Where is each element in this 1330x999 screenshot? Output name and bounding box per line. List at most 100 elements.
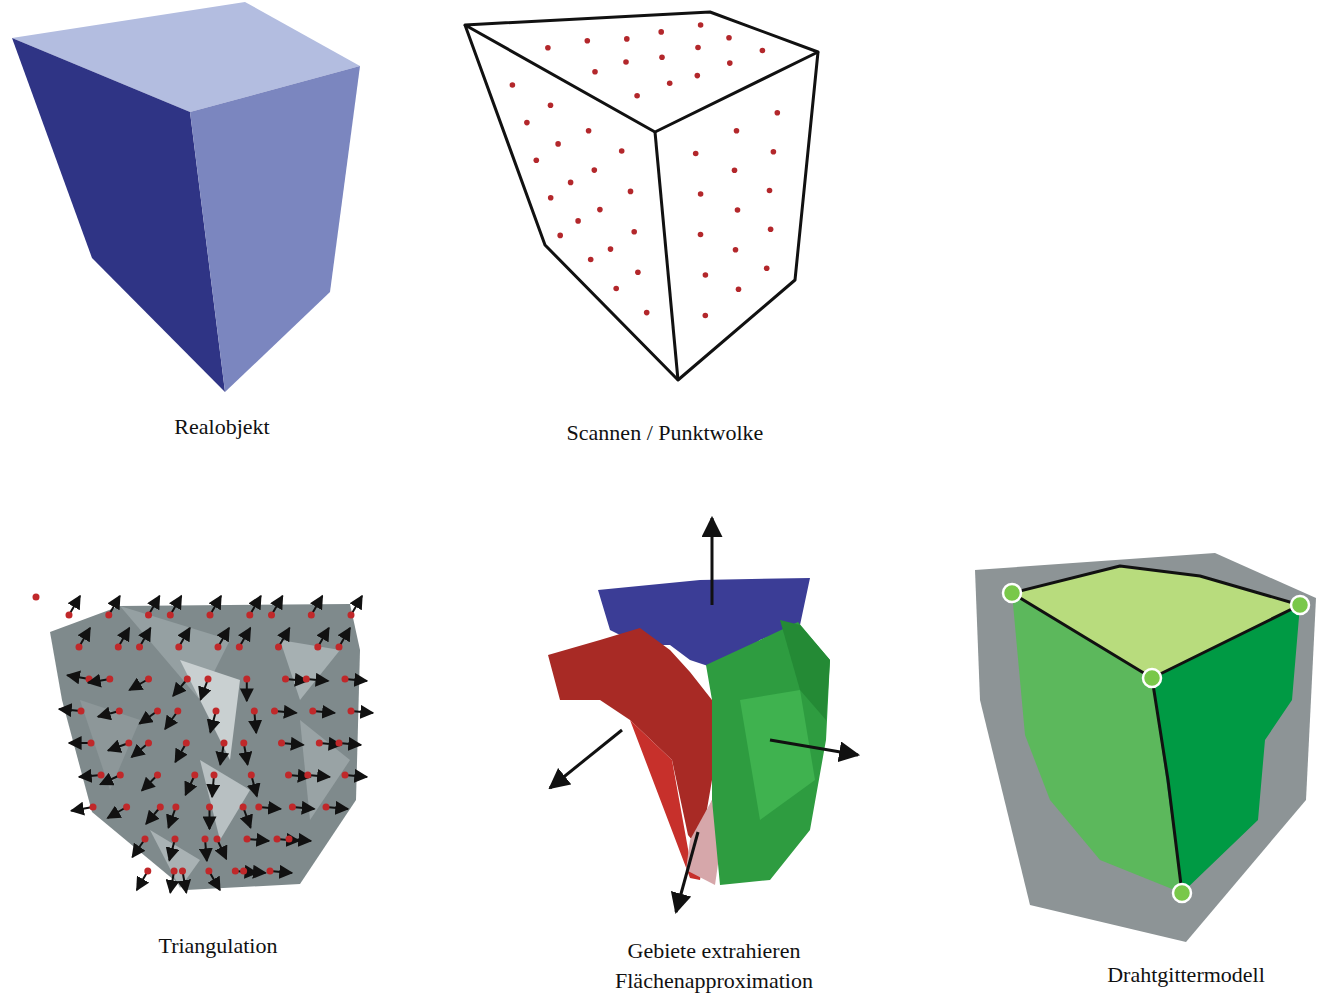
scan-point	[145, 676, 152, 683]
scan-point	[240, 740, 247, 747]
scan-point	[282, 676, 289, 683]
scan-point	[205, 868, 212, 875]
scan-point	[557, 233, 563, 239]
scan-point	[244, 836, 251, 843]
scan-point	[172, 836, 179, 843]
scan-point	[768, 227, 774, 233]
caption: Drahtgittermodell	[1107, 960, 1265, 990]
scan-point	[568, 180, 574, 186]
scan-point	[142, 836, 149, 843]
scan-point	[171, 868, 178, 875]
scan-point	[255, 804, 262, 811]
scan-point	[736, 287, 742, 293]
scan-point	[136, 644, 143, 651]
scan-point	[336, 740, 343, 747]
scan-point	[232, 868, 239, 875]
scan-point	[585, 38, 591, 44]
scan-point	[767, 188, 773, 194]
scan-point	[623, 59, 629, 65]
caption: Realobjekt	[174, 412, 269, 442]
scan-point	[348, 708, 355, 715]
scan-point	[211, 772, 218, 779]
scan-point	[116, 708, 123, 715]
scan-point	[90, 804, 97, 811]
scan-point	[314, 644, 321, 651]
scan-point	[205, 676, 212, 683]
scan-point	[575, 218, 581, 224]
segmented-regions	[548, 518, 858, 912]
scan-point	[771, 149, 777, 155]
scan-point	[78, 708, 85, 715]
scan-point	[336, 644, 343, 651]
scan-point	[592, 69, 598, 75]
scan-point	[634, 93, 640, 99]
caption: Gebiete extrahieren Flächenapproximation	[583, 936, 845, 996]
scan-point	[760, 48, 766, 54]
scan-point	[588, 257, 594, 263]
scan-point	[303, 676, 310, 683]
scan-point	[695, 45, 701, 51]
scan-point	[206, 804, 213, 811]
scan-point	[628, 189, 634, 195]
scan-point	[635, 269, 641, 275]
scan-point	[323, 804, 330, 811]
scan-point	[251, 708, 258, 715]
scan-point	[154, 772, 161, 779]
scan-point	[98, 772, 105, 779]
scan-point	[172, 804, 179, 811]
scan-point	[289, 804, 296, 811]
scan-point	[644, 310, 650, 316]
scan-point	[145, 612, 152, 619]
scan-point	[221, 740, 228, 747]
scan-point	[586, 128, 592, 134]
scan-point	[184, 676, 191, 683]
scan-point	[624, 36, 630, 42]
wireframe-model	[975, 553, 1316, 942]
normals	[59, 596, 373, 893]
scan-point	[597, 207, 603, 213]
caption: Triangulation	[159, 931, 278, 961]
scan-point	[608, 246, 614, 252]
scan-point	[286, 836, 293, 843]
scan-point	[698, 22, 704, 28]
scan-point	[545, 45, 551, 51]
scan-point	[727, 60, 733, 66]
scan-point	[733, 247, 739, 253]
scan-point	[174, 708, 181, 715]
scan-point	[33, 594, 40, 601]
scan-point	[240, 868, 247, 875]
scan-point	[115, 644, 122, 651]
scan-point	[304, 772, 311, 779]
scan-point	[613, 286, 619, 292]
scan-point	[698, 191, 704, 197]
scan-point	[125, 740, 132, 747]
scan-point	[179, 868, 186, 875]
scan-point	[117, 772, 124, 779]
scan-point	[555, 141, 561, 147]
scan-point	[775, 110, 781, 116]
scan-point	[308, 612, 315, 619]
scan-point	[167, 612, 174, 619]
scan-point	[510, 82, 516, 88]
scan-point	[215, 644, 222, 651]
scan-point	[592, 167, 598, 173]
scan-point	[619, 148, 625, 154]
scan-point	[248, 772, 255, 779]
scan-point	[76, 644, 83, 651]
scan-point	[275, 644, 282, 651]
scan-point	[309, 708, 316, 715]
scan-point	[734, 128, 740, 134]
scan-point	[726, 35, 732, 41]
scan-point	[658, 29, 664, 35]
scan-point	[698, 232, 704, 238]
scan-point	[667, 80, 673, 86]
scan-point	[693, 151, 699, 157]
scan-point	[154, 708, 161, 715]
scan-point	[214, 836, 221, 843]
scan-point	[105, 612, 112, 619]
scan-point	[695, 73, 701, 79]
scan-point	[144, 868, 151, 875]
scan-point	[524, 120, 530, 126]
scan-points	[510, 22, 780, 318]
